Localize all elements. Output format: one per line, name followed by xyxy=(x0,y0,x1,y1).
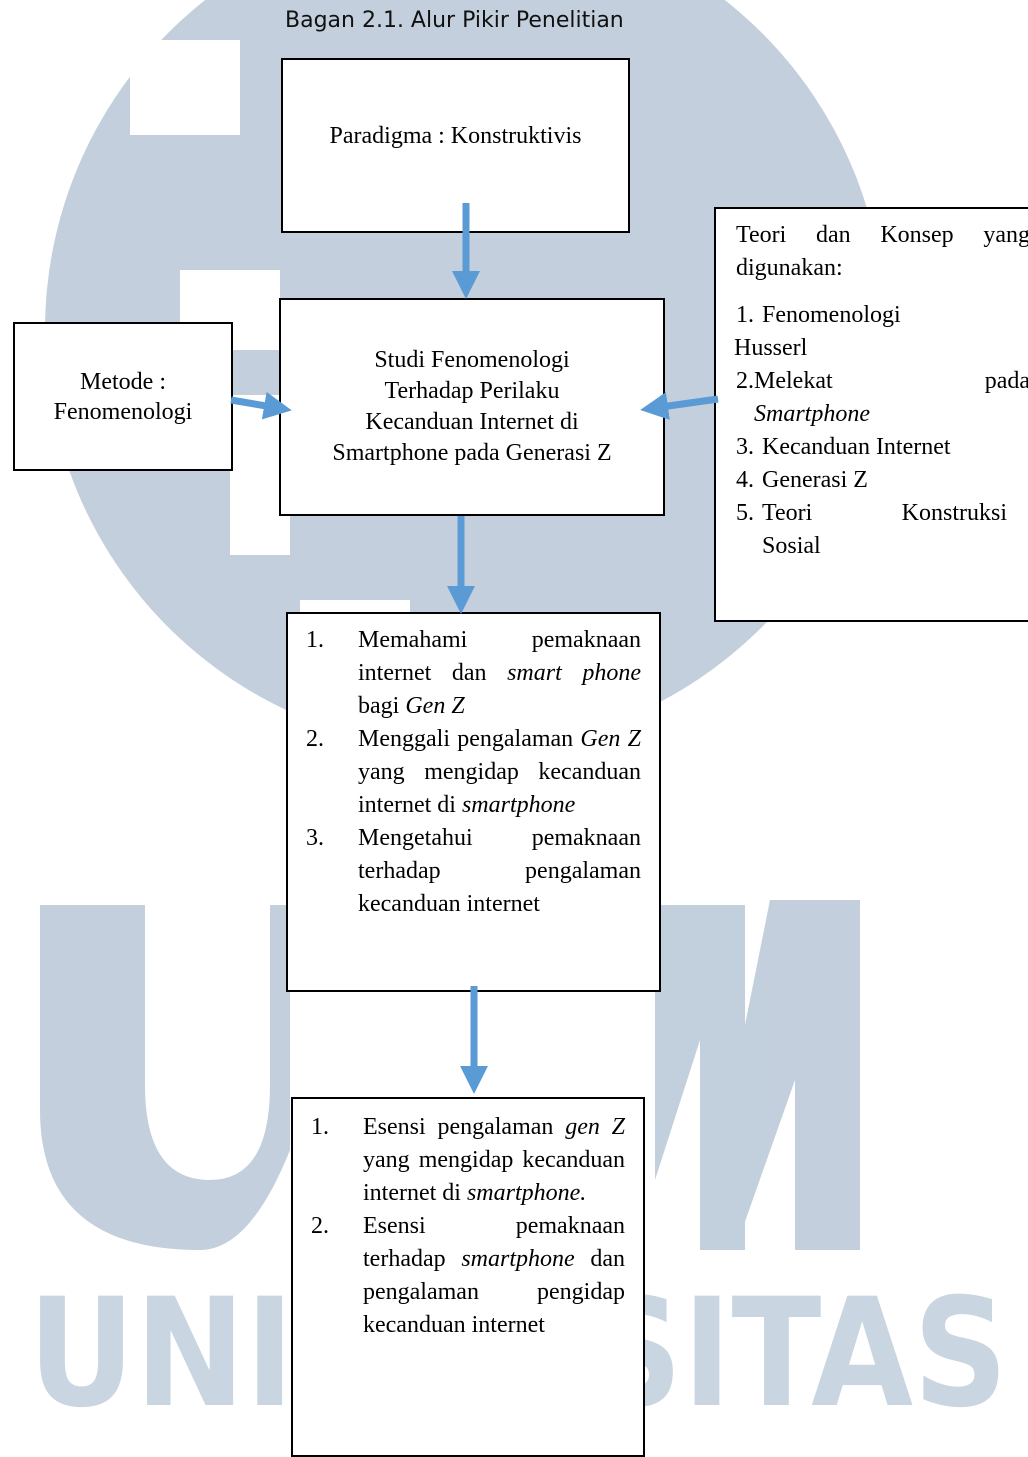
hasil-item-text: Esensi pemaknaan terhadap smartphone dan… xyxy=(363,1210,625,1342)
hasil-item-text: Esensi pengalaman gen Z yang mengidap ke… xyxy=(363,1111,625,1210)
hasil-box: 1. Esensi pengalaman gen Z yang mengidap… xyxy=(291,1097,645,1457)
hasil-item-number: 1. xyxy=(311,1114,329,1140)
teori-box: Teori dan Konsep yang digunakan: 1. Feno… xyxy=(714,207,1028,622)
teori-item-number: 4. xyxy=(736,467,754,493)
tujuan-item: 3. Mengetahui pemaknaan terhadap pengala… xyxy=(306,822,641,921)
paradigma-box: Paradigma : Konstruktivis xyxy=(281,58,630,233)
tujuan-item-text: Menggali pengalaman Gen Z yang mengidap … xyxy=(358,723,641,822)
text-run-italic: Gen Z xyxy=(580,726,641,752)
metode-box: Metode : Fenomenologi xyxy=(13,322,233,471)
text-run: Mengetahui pemaknaan terhadap pengalaman… xyxy=(358,825,641,917)
text-run-italic: Gen Z xyxy=(405,693,465,719)
teori-item-number: 3. xyxy=(736,434,754,460)
tujuan-box: 1. Memahami pemaknaan internet dan smart… xyxy=(286,612,661,992)
text-run: Esensi pemaknaan terhadap xyxy=(363,1213,625,1272)
teori-item-text: Sosial xyxy=(762,533,821,559)
text-run: bagi xyxy=(358,693,406,719)
teori-item-text: Melekat xyxy=(754,368,833,394)
text-run: Menggali pengalaman xyxy=(358,726,581,752)
teori-item-text: Generasi Z xyxy=(762,467,868,493)
hasil-list: 1. Esensi pengalaman gen Z yang mengidap… xyxy=(311,1111,625,1342)
teori-heading-line1: Teori dan Konsep yang xyxy=(736,222,1028,248)
teori-item-number: 2. xyxy=(736,368,754,394)
teori-item-text: Fenomenologi xyxy=(762,302,901,328)
text-run-italic: smart phone xyxy=(507,660,641,686)
text-run: Esensi pengalaman xyxy=(363,1114,566,1140)
figure-caption: Bagan 2.1. Alur Pikir Penelitian xyxy=(285,8,624,33)
tujuan-item-number: 1. xyxy=(306,627,324,653)
tujuan-item: 2. Menggali pengalaman Gen Z yang mengid… xyxy=(306,723,641,822)
teori-item-text: Smartphone xyxy=(754,401,870,427)
studi-line3: Kecanduan Internet di xyxy=(365,409,579,435)
studi-line2: Terhadap Perilaku xyxy=(384,378,560,404)
teori-item-text: Konstruksi xyxy=(901,500,1007,526)
teori-item-text: Teori xyxy=(762,500,813,526)
tujuan-item-number: 3. xyxy=(306,825,324,851)
teori-item-text: pada xyxy=(984,368,1028,394)
studi-line1: Studi Fenomenologi xyxy=(374,347,570,373)
tujuan-list: 1. Memahami pemaknaan internet dan smart… xyxy=(306,624,641,921)
teori-item-text: Kecanduan Internet xyxy=(762,434,951,460)
teori-item: 3. Kecanduan Internet xyxy=(736,431,1028,464)
text-run: yang mengidap kecanduan internet di xyxy=(363,1147,625,1206)
teori-item-number: 5. xyxy=(736,500,754,526)
hasil-item-number: 2. xyxy=(311,1213,329,1239)
tujuan-item-text: Mengetahui pemaknaan terhadap pengalaman… xyxy=(358,822,641,921)
teori-item-number: 1. xyxy=(736,302,754,328)
arrow-teori-to-studi xyxy=(640,392,719,420)
text-run: dan pengalaman pengidap kecanduan intern… xyxy=(363,1246,625,1338)
text-run-italic: smartphone. xyxy=(466,1180,587,1206)
text-run-italic: smartphone xyxy=(461,792,576,818)
arrow-metode-to-studi xyxy=(230,391,292,420)
studi-line4: Smartphone pada Generasi Z xyxy=(332,440,612,466)
hasil-item: 1. Esensi pengalaman gen Z yang mengidap… xyxy=(311,1111,625,1210)
tujuan-item-text: Memahami pemaknaan internet dan smart ph… xyxy=(358,624,641,723)
teori-item-text: Husserl xyxy=(734,335,808,361)
paradigma-text: Paradigma : Konstruktivis xyxy=(329,122,582,149)
text-run: yang mengidap kecanduan internet di xyxy=(358,759,641,818)
text-run-italic: gen Z xyxy=(565,1114,625,1140)
hasil-item: 2. Esensi pemaknaan terhadap smartphone … xyxy=(311,1210,625,1342)
metode-line1: Metode : xyxy=(80,368,166,395)
teori-heading: Teori dan Konsep yang xyxy=(736,219,1028,252)
tujuan-item-number: 2. xyxy=(306,726,324,752)
metode-line2: Fenomenologi xyxy=(53,398,193,425)
teori-item: 4. Generasi Z xyxy=(736,464,1028,497)
text-run: Memahami pemaknaan internet dan xyxy=(358,627,641,686)
tujuan-item: 1. Memahami pemaknaan internet dan smart… xyxy=(306,624,641,723)
teori-heading-line2: digunakan: xyxy=(736,255,843,281)
text-run-italic: smartphone xyxy=(461,1246,575,1272)
